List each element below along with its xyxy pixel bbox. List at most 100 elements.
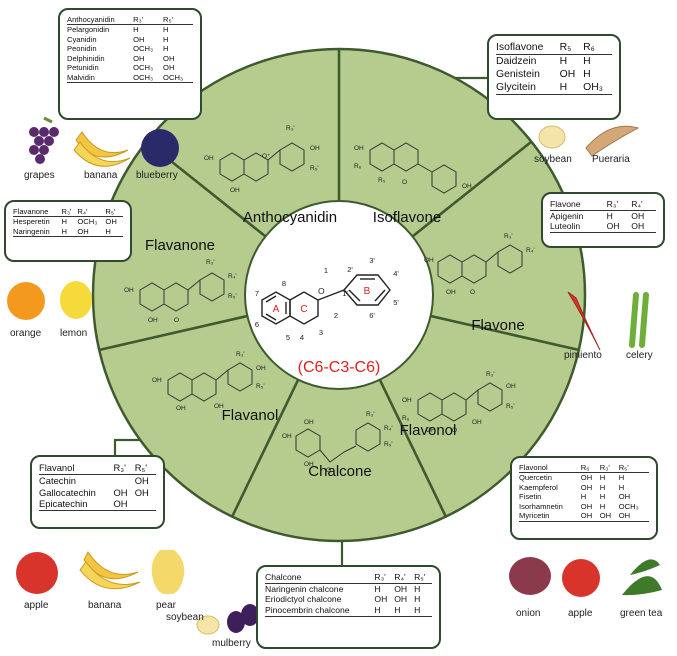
cell: H [133, 25, 139, 35]
mol-anthocyanidin-oh-left: OH [204, 155, 214, 162]
molecule-chalcone [295, 422, 381, 463]
cell: OCH₃ [133, 72, 154, 82]
flavanone-header-2: R₄' [77, 207, 88, 216]
cell: OCH₃ [133, 44, 154, 54]
food-label-lemon: lemon [60, 328, 88, 339]
cell: OH [580, 511, 593, 521]
food-label-pimiento: pimiento [564, 350, 602, 361]
cell: H [583, 56, 591, 67]
cell: H [414, 583, 421, 594]
mol-flavanol-oh-left: OH [152, 377, 162, 384]
cell: H [618, 473, 625, 483]
mol-chalcone-r5: R₅' [384, 441, 393, 448]
banana-left-icon [79, 551, 141, 590]
chalcone-header-3: R₅' [414, 572, 426, 582]
food-label-onion: onion [516, 608, 541, 619]
cell: H [163, 34, 169, 44]
cell: OH [133, 53, 145, 63]
flavonol-header-0: Flavonol [519, 463, 548, 472]
cell: OH [618, 511, 631, 521]
cell: Glycitein [496, 82, 536, 93]
mol-flavanol-oh-bottom: OH [176, 405, 186, 412]
cell: OH [580, 501, 593, 511]
food-label-apple-right: apple [568, 608, 593, 619]
mol-flavonol-r3: R₃' [486, 371, 495, 378]
isoflavone-header-1: R₅ [559, 42, 572, 53]
flavone-header-0: Flavone [550, 199, 581, 209]
cell: OH [105, 217, 117, 227]
mol-flavonol-oh-4: OH [506, 383, 516, 390]
mol-flavone-oh-left: OH [424, 257, 434, 264]
cell: Epicatechin [39, 498, 88, 510]
flavonol-header-3: R₅' [618, 463, 629, 472]
chalcone-table-box: Chalcone R₃' R₄' R₅' Naringenin chalcone… [256, 565, 441, 649]
cell: Isorhamnetin [519, 501, 563, 511]
cell: OH [374, 594, 388, 605]
cell: OH [77, 226, 89, 236]
molecule-flavanone [139, 272, 225, 312]
cell: Luteolin [550, 221, 581, 232]
core-ring-c: C [300, 304, 307, 315]
mol-chalcone-oh-top: OH [304, 419, 314, 426]
mol-flavanone-oh-left: OH [124, 287, 134, 294]
soybean-top-icon [538, 125, 566, 149]
flavanone-header-1: R₃' [61, 207, 72, 216]
mol-flavone-r3: R₃' [504, 233, 513, 240]
mulberry-icon [227, 604, 259, 633]
cell: Hesperetin [13, 217, 50, 227]
cell: Apigenin [550, 210, 584, 221]
cell: H [599, 482, 606, 492]
cell: Catechin [39, 474, 77, 486]
core-circle [244, 200, 434, 390]
flavanol-header-2: R₅' [134, 462, 148, 473]
core-ring-b: B [364, 286, 371, 297]
core-ring-a: A [273, 304, 280, 315]
mol-flavanone-r4: R₄' [228, 273, 237, 280]
food-label-soybean-bottom: soybean [166, 612, 204, 623]
cell: Petunidin [67, 63, 99, 73]
cell: OH [559, 69, 576, 80]
core-pos-3p: 3' [369, 256, 375, 265]
mol-flavanol-oh-4: OH [256, 365, 266, 372]
cell [113, 474, 134, 486]
molecule-sketches [139, 142, 523, 463]
chalcone-table: Chalcone R₃' R₄' R₅' Naringenin chalcone… [265, 572, 432, 617]
cell: OH [580, 482, 593, 492]
food-label-soybean-top: soybean [534, 154, 572, 165]
mol-isoflavone-o: O [402, 179, 407, 186]
blueberry-icon [141, 129, 179, 167]
segment-label-chalcone: Chalcone [308, 463, 371, 480]
molecule-anthocyanidin [219, 142, 305, 182]
cell [135, 498, 156, 510]
cell: OCH₃ [618, 501, 639, 511]
core-pos-1p: 1' [342, 289, 348, 298]
flavone-header-2: R₄' [631, 199, 643, 209]
cell: OH [606, 221, 620, 232]
cell: OH [134, 474, 149, 486]
mol-chalcone-r4: R₄' [384, 425, 393, 432]
mol-anthocyanidin-oh-bottom: OH [230, 187, 240, 194]
cell: OH [163, 53, 175, 63]
mol-flavanol-oh-3: OH [214, 403, 224, 410]
mol-flavonol-oh-bottom: OH [426, 427, 436, 434]
mol-flavonol-r6: R₆ [402, 415, 410, 422]
